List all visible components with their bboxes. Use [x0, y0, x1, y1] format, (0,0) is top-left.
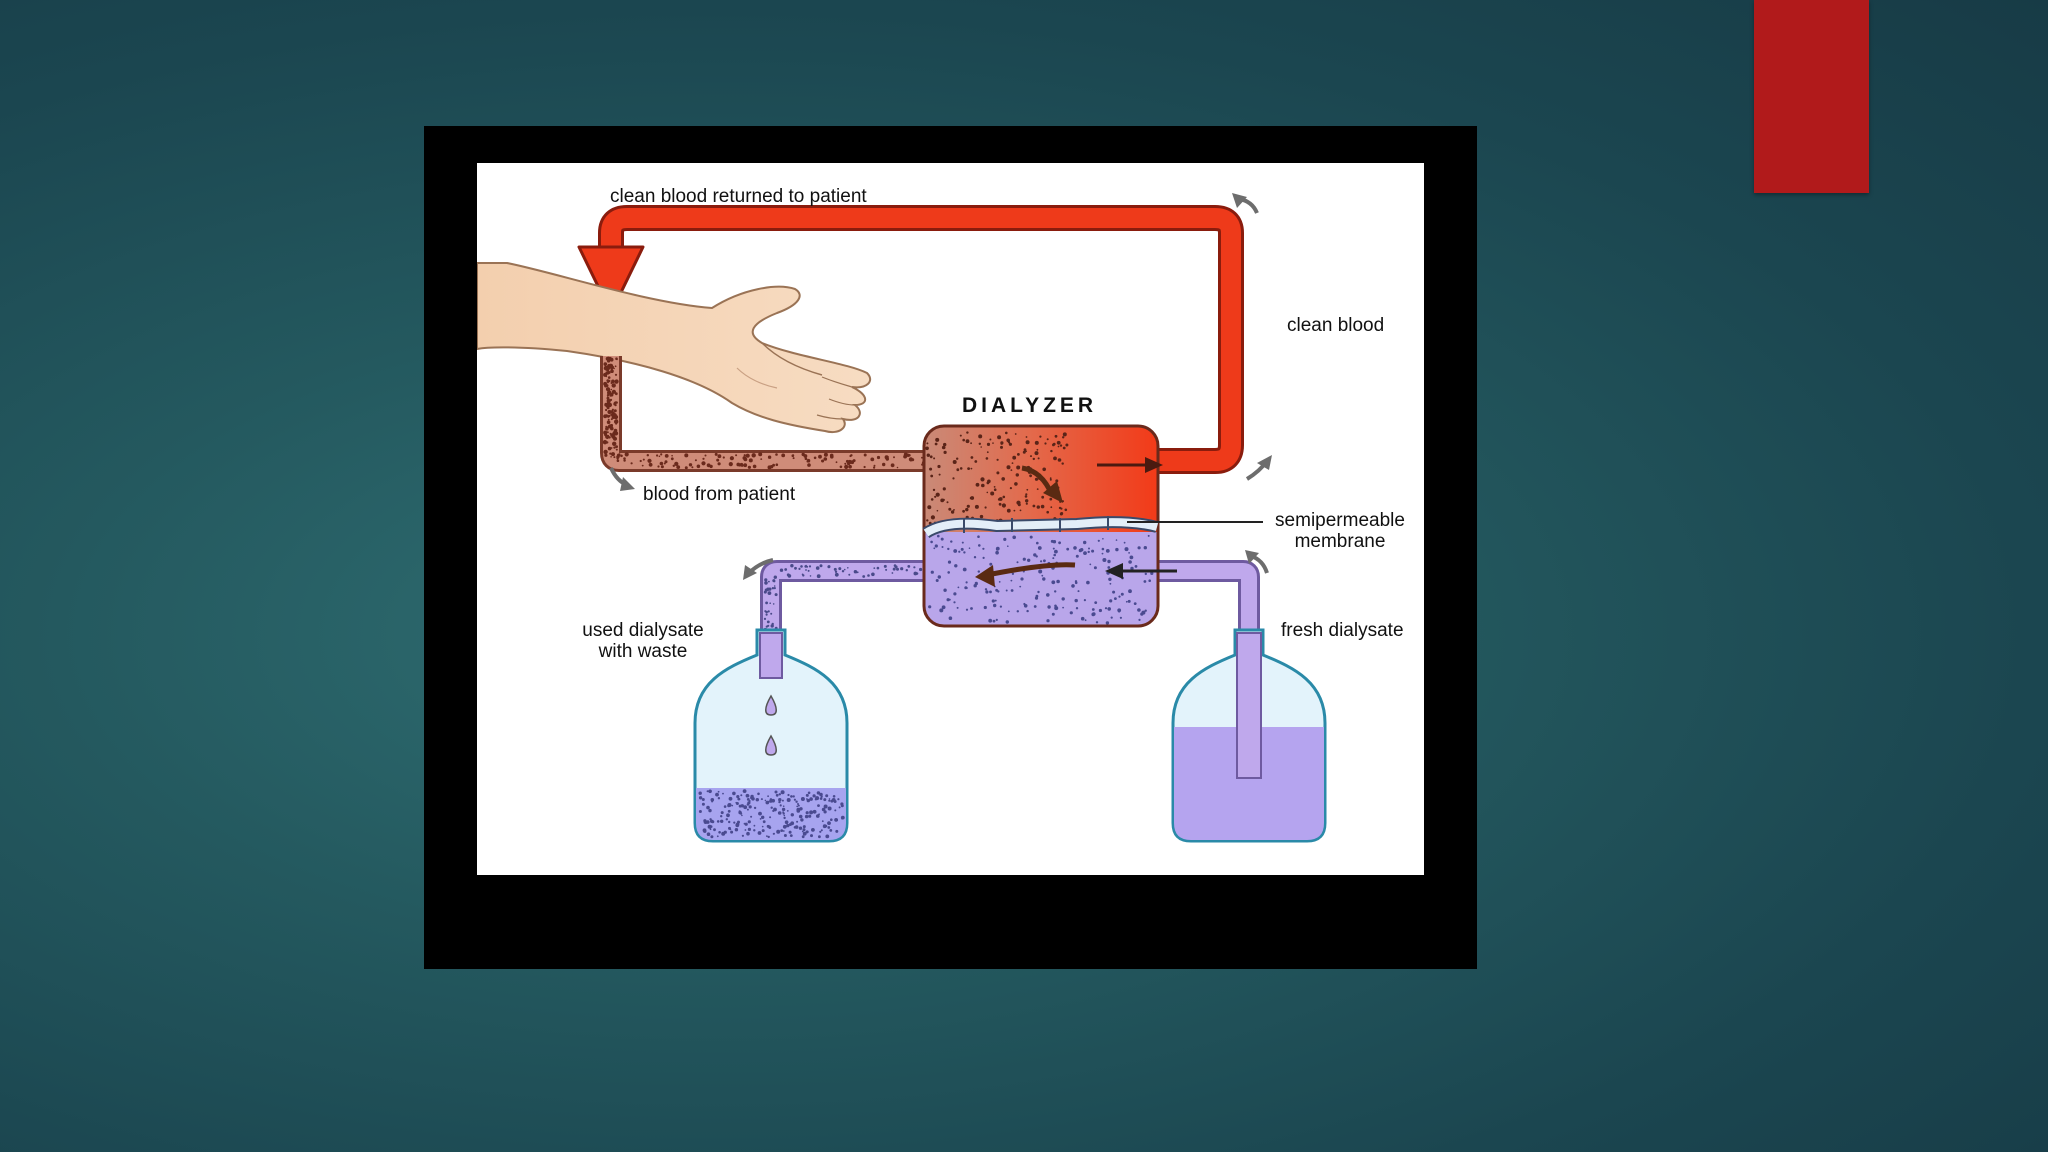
- used-dialysate-line-2: with waste: [598, 641, 688, 662]
- clean-blood-tube: [577, 205, 1244, 474]
- semipermeable-line-2: membrane: [1294, 531, 1386, 552]
- blood-from-patient-label: blood from patient: [643, 484, 796, 505]
- used-dialysate-bottle: [693, 628, 849, 843]
- slide-accent-tab: [1754, 0, 1869, 193]
- diagram-graphic: [477, 193, 1327, 843]
- arm-hand-illustration: [477, 262, 872, 433]
- dialysis-diagram: clean blood returned to patient clean bl…: [477, 163, 1424, 875]
- return-arrow-head: [577, 245, 645, 315]
- dialyzer-label: DIALYZER: [962, 394, 1098, 417]
- semipermeable-line-1: semipermeable: [1275, 510, 1405, 531]
- blood-from-patient-tube: [600, 356, 927, 472]
- clean-blood-label: clean blood: [1287, 315, 1385, 336]
- clean-blood-returned-label: clean blood returned to patient: [610, 186, 867, 207]
- fresh-dialysate-bottle: [1171, 628, 1327, 843]
- dialyzer-chamber: [922, 424, 1177, 628]
- used-dialysate-label: used dialysate with waste: [569, 620, 717, 662]
- used-dialysate-line-1: used dialysate: [582, 620, 704, 641]
- image-frame: clean blood returned to patient clean bl…: [424, 126, 1477, 969]
- fresh-dialysate-label: fresh dialysate: [1281, 620, 1404, 641]
- semipermeable-membrane-label: semipermeable membrane: [1267, 510, 1413, 552]
